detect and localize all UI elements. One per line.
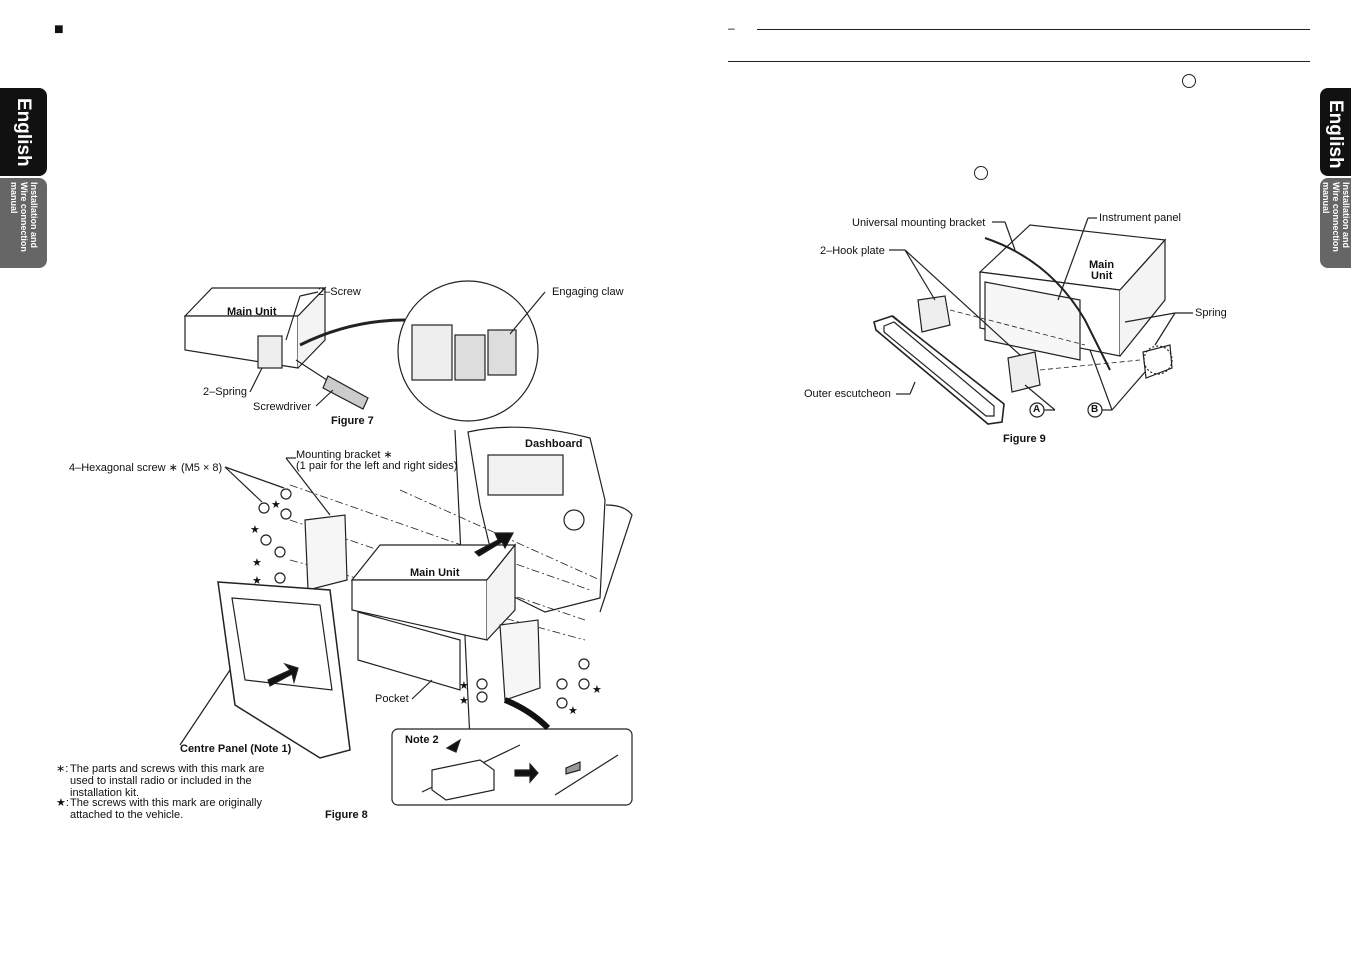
manual-tab-label-right: Installation and Wire connection manual (1321, 182, 1351, 252)
footnote-asterisk: ∗: The parts and screws with this mark a… (56, 763, 266, 799)
fig7-screw-label: 2–Screw (318, 286, 361, 298)
manual-tab-right: Installation and Wire connection manual (1320, 178, 1351, 268)
fig9-unit-label: Unit (1091, 270, 1113, 282)
header-rule-top (757, 29, 1310, 30)
fig8-caption: Figure 8 (325, 809, 368, 821)
footnote-asterisk-text: The parts and screws with this mark are … (70, 763, 265, 800)
fig9-instrument-panel-label: Instrument panel (1099, 212, 1181, 224)
fig9-universal-bracket-label: Universal mounting bracket (852, 217, 986, 229)
svg-text:★: ★ (459, 694, 469, 707)
footnote-asterisk-mark: ∗: (56, 763, 69, 775)
language-tab-right: English (1320, 88, 1351, 176)
header-dash: – (728, 21, 735, 35)
fig9-mark-b: B (1091, 404, 1099, 415)
svg-text:★: ★ (252, 574, 262, 587)
fig9-caption: Figure 9 (1003, 433, 1046, 445)
fig9-spring-label: Spring (1195, 307, 1227, 319)
manual-tab-left: Installation and Wire connection manual (0, 178, 47, 268)
svg-text:★: ★ (250, 523, 260, 536)
fig8-mounting-bracket-note: (1 pair for the left and right sides) (296, 460, 458, 472)
header-rule-bottom (728, 61, 1310, 62)
svg-text:★: ★ (592, 683, 602, 696)
fig7-main-unit-label: Main Unit (227, 306, 277, 318)
svg-text:★: ★ (252, 556, 262, 569)
fig8-main-unit-label: Main Unit (410, 567, 460, 579)
fig8-pocket-label: Pocket (375, 693, 409, 705)
footnote-star-mark: ★: (56, 797, 69, 809)
fig7-engaging-claw-label: Engaging claw (552, 286, 624, 298)
fig9-outer-escutcheon-label: Outer escutcheon (804, 388, 891, 400)
fig9-main-label: Main (1089, 259, 1115, 271)
manual-tab-label: Installation and Wire connection manual (9, 182, 39, 252)
svg-text:★: ★ (568, 704, 578, 717)
circle-marker-2 (974, 166, 988, 180)
svg-text:★: ★ (459, 679, 469, 692)
language-tab-label: English (13, 98, 34, 167)
fig7-caption: Figure 7 (331, 415, 374, 427)
language-tab-left: English (0, 88, 47, 176)
fig8-hex-screw-label: 4–Hexagonal screw ∗ (M5 × 8) (69, 462, 223, 474)
fig8-dashboard-label: Dashboard (525, 438, 583, 450)
section-marker: ■ (54, 21, 64, 38)
fig8-centre-panel-label: Centre Panel (Note 1) (180, 743, 292, 755)
fig7-screwdriver-label: Screwdriver (253, 401, 312, 413)
footnote-star-text: The screws with this mark are originally… (70, 797, 262, 822)
language-tab-label-right: English (1325, 100, 1346, 169)
fig9-hook-plate-label: 2–Hook plate (820, 245, 885, 257)
svg-text:★: ★ (271, 498, 281, 511)
fig8-mounting-bracket-label: Mounting bracket ∗ (296, 449, 393, 461)
footnote-star: ★: The screws with this mark are origina… (56, 797, 266, 821)
fig8-note2-label: Note 2 (405, 734, 439, 746)
fig9-mark-a: A (1033, 404, 1041, 415)
fig7-spring-label: 2–Spring (203, 386, 248, 398)
circle-marker-1 (1182, 74, 1196, 88)
